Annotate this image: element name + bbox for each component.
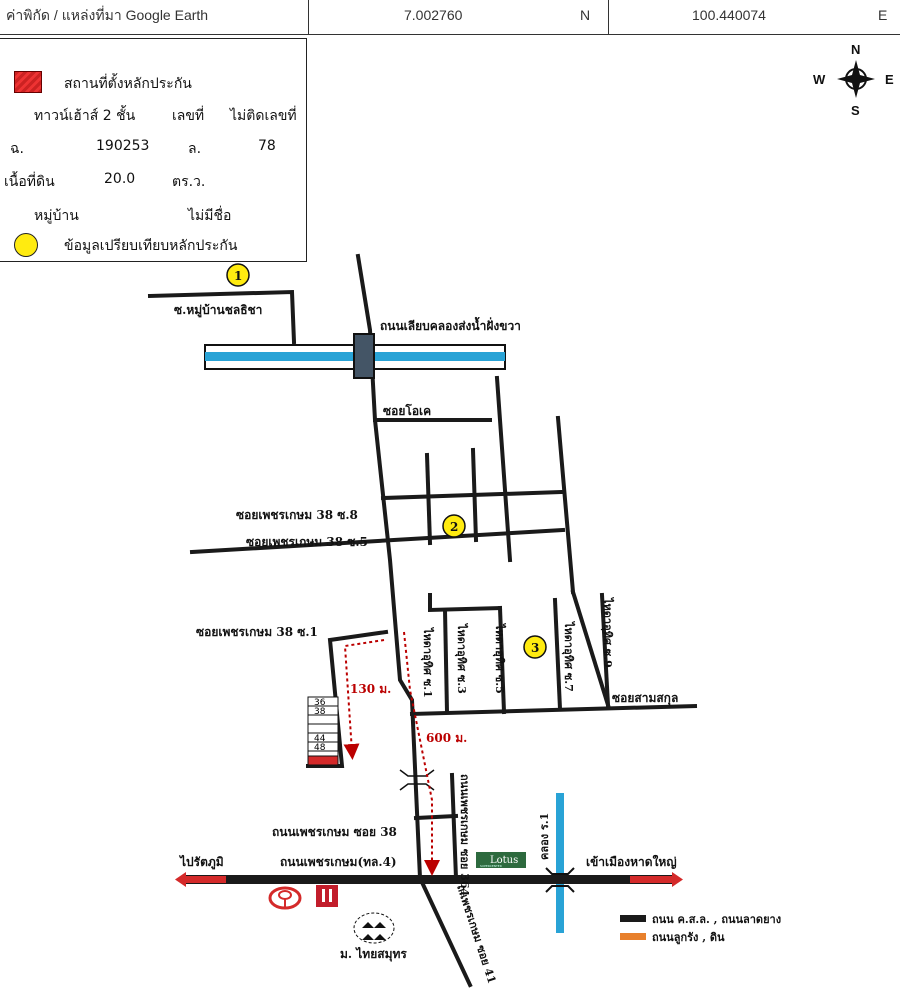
area-label: เนื้อที่ดิน	[4, 174, 55, 190]
lotus-store-icon: Lotus SUPERCENTER	[476, 852, 526, 868]
label-phetkasem-main: ถนนเพชรเกษม(ทล.4)	[280, 855, 397, 869]
village-icon	[353, 912, 395, 944]
bridge-icon	[353, 333, 375, 379]
distance-arrows	[343, 631, 440, 876]
label-hok-3: ไหดาอุทิศ ซ.3	[454, 622, 469, 694]
label-soi-samsakul: ซอยสามสกุล	[612, 691, 678, 706]
main-highway	[175, 872, 683, 887]
distance-130: 130 ม.	[350, 682, 391, 696]
house-number: 48	[314, 743, 326, 753]
label-hok-1: ไหดาอุทิศ ซ.1	[420, 626, 435, 698]
comparable-marker-icon	[14, 233, 38, 257]
distance-600: 600 ม.	[426, 731, 467, 745]
label-hok-7: ไหดาอุทิศ ซ.7	[561, 620, 576, 692]
svg-text:2: 2	[450, 520, 458, 534]
lot-number: 78	[258, 138, 276, 154]
lot-prefix: ล.	[188, 141, 202, 157]
area-unit: ตร.ว.	[172, 174, 206, 190]
village-label: หมู่บ้าน	[34, 208, 79, 224]
divider	[608, 0, 609, 34]
bridge-icon	[545, 867, 575, 893]
isuzu-logo-icon	[316, 885, 338, 907]
label-phetkasem-38: ถนนเพชรเกษม ซอย 38	[272, 825, 397, 839]
canal-khlong-r1	[556, 793, 564, 933]
compass-w: W	[813, 72, 826, 87]
deed-prefix: ฉ.	[10, 141, 24, 157]
legend-box: สถานที่ตั้งหลักประกัน ทาวน์เฮ้าส์ 2 ชั้น…	[0, 38, 307, 262]
svg-text:Lotus: Lotus	[490, 855, 518, 866]
longitude-value: 100.440074	[692, 7, 766, 23]
label-phetkasem-364: ถนนเพชรเกษม ซอย 364	[458, 774, 471, 896]
house-number: 38	[314, 707, 326, 717]
deed-number: 190253	[96, 138, 150, 154]
building-type: ทาวน์เฮ้าส์ 2 ชั้น	[34, 108, 136, 124]
label-hok-5: ไหดาอุทิศ ซ.5	[492, 622, 507, 694]
legend-concrete: ถนน ค.ส.ล. , ถนนลาดยาง	[652, 913, 781, 926]
map-legend: ถนน ค.ส.ล. , ถนนลาดยาง ถนนลูกรัง , ดิน	[620, 913, 781, 945]
compass-s: S	[851, 103, 860, 118]
toyota-logo-icon	[268, 886, 302, 910]
label-soi-ok: ซอยโอเค	[383, 403, 431, 418]
source-label: ค่าพิกัด / แหล่งที่มา Google Earth	[6, 7, 209, 23]
label-east-direction: เข้าเมืองหาดใหญ่	[586, 854, 677, 869]
label-soi-38-5: ซอยเพชรเกษม 38 ซ.5	[246, 535, 368, 549]
house-number: 36	[314, 698, 326, 708]
comparable-marker-1: 1	[226, 263, 250, 287]
comparable-marker-2: 2	[442, 514, 466, 538]
divider	[0, 34, 900, 35]
row-houses: 36 38 44 48	[307, 696, 339, 766]
compass-e: E	[885, 72, 894, 87]
label-soi-chonthicha: ซ.หมู่บ้านชลธิชา	[174, 303, 262, 318]
laterite-road-swatch-icon	[620, 933, 646, 940]
svg-text:1: 1	[234, 269, 242, 283]
village-value: ไม่มีชื่อ	[188, 208, 232, 224]
comparable-marker-3: 3	[523, 635, 547, 659]
longitude-unit: E	[878, 7, 888, 23]
concrete-road-swatch-icon	[620, 915, 646, 922]
compass-n: N	[851, 42, 860, 57]
road-network	[147, 253, 698, 988]
site-swatch-icon	[14, 71, 42, 93]
area-value: 20.0	[104, 171, 136, 187]
label-soi-38-8: ซอยเพชรเกษม 38 ซ.8	[236, 508, 358, 522]
latitude-value: 7.002760	[404, 7, 463, 23]
compass-icon: N S W E	[813, 42, 894, 118]
label-hok-9: ไหดาอุทิศ ซ.9	[600, 596, 615, 668]
legend-laterite: ถนนลูกรัง , ดิน	[652, 931, 725, 945]
divider	[308, 0, 309, 34]
village-name: ม. ไทยสมุทร	[340, 946, 407, 962]
latitude-unit: N	[580, 7, 591, 23]
label-khlong-r1: คลอง ร.1	[538, 813, 551, 860]
site-parcel-icon	[307, 755, 339, 766]
compare-label: ข้อมูลเปรียบเทียบหลักประกัน	[64, 238, 238, 254]
svg-text:SUPERCENTER: SUPERCENTER	[480, 864, 502, 868]
site-label: สถานที่ตั้งหลักประกัน	[64, 76, 192, 92]
label-soi-38-1: ซอยเพชรเกษม 38 ซ.1	[196, 625, 318, 639]
coordinate-header: ค่าพิกัด / แหล่งที่มา Google Earth 7.002…	[0, 0, 900, 35]
house-number: 44	[314, 734, 326, 744]
label-canal-road: ถนนเลียบคลองส่งน้ำฝั่งขวา	[380, 316, 521, 333]
number-label: เลขที่	[172, 108, 205, 124]
number-value: ไม่ติดเลขที่	[230, 108, 297, 124]
label-west-direction: ไปรัตภูมิ	[178, 854, 224, 870]
svg-text:3: 3	[531, 641, 539, 655]
